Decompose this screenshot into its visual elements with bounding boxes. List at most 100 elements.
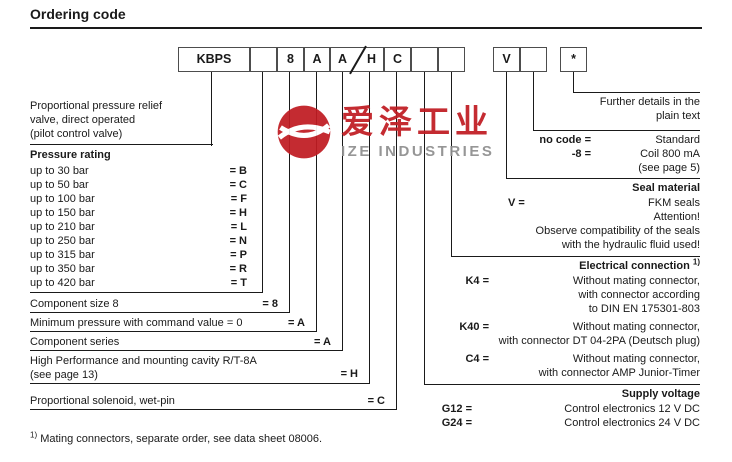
pressure-row: up to 50 bar= C (30, 178, 263, 192)
high-performance-block: High Performance and mounting cavity R/T… (30, 352, 370, 384)
code-box-electrical (438, 47, 465, 72)
code-box-supply (411, 47, 438, 72)
option-code: no code = (539, 134, 591, 146)
pressure-label: up to 100 bar (30, 193, 95, 205)
connector-line-supply (424, 72, 425, 384)
pressure-code: = H (229, 207, 247, 219)
pressure-row: up to 315 bar = P (30, 248, 263, 262)
solenoid-block: Proportional solenoid, wet-pin= C (30, 392, 397, 410)
slash-divider (349, 45, 367, 75)
pressure-label: up to 420 bar (30, 277, 95, 289)
pressure-rating-block: Pressure rating up to 30 bar= B up to 50… (30, 146, 263, 293)
option-value: Without mating connector, (572, 353, 700, 365)
heading-footnote-marker: 1) (692, 257, 700, 267)
component-series-block: Component series= A (30, 333, 343, 351)
option-value: (see page 5) (638, 162, 700, 174)
connector-line-solenoid (396, 72, 397, 410)
option-value: Attention! (653, 211, 700, 223)
pressure-label: up to 30 bar (30, 165, 89, 177)
pressure-rating-heading: Pressure rating (30, 149, 111, 161)
page-title: Ordering code (30, 6, 126, 22)
connector-line-electrical (451, 72, 452, 256)
coil-options-block: no code = Standard -8 = Coil 800 mA (see p… (533, 130, 700, 178)
row-label: Minimum pressure with command value = 0 (30, 317, 243, 329)
pressure-row: up to 100 bar= F (30, 192, 263, 206)
code-box-label: 8 (287, 52, 294, 66)
electrical-connection-heading: Electrical connection 1) (451, 257, 700, 274)
title-rule (30, 27, 702, 29)
option-value: FKM seals (648, 197, 700, 209)
option-value: Standard (655, 134, 700, 146)
row-label-line2: (see page 13) (30, 369, 98, 381)
footnote-marker: 1) (30, 430, 38, 440)
code-box-coil (520, 47, 547, 72)
further-details-block: Further details in the plain text (573, 92, 700, 130)
seal-material-heading: Seal material (632, 182, 700, 194)
option-code: K40 = (459, 321, 489, 333)
ize-logo-icon (276, 104, 332, 164)
option-value: Control electronics 12 V DC (564, 403, 700, 415)
option-code: V = (508, 197, 525, 209)
row-label: High Performance and mounting cavity R/T… (30, 355, 257, 367)
footnote: 1) Mating connectors, separate order, se… (30, 430, 323, 446)
code-box-plaintext: * (560, 47, 587, 72)
option-value: with connector DT 04-2PA (Deutsch plug) (498, 335, 700, 347)
code-box-label: A (338, 52, 348, 66)
row-code: = A (287, 317, 305, 329)
pressure-label: up to 315 bar (30, 249, 95, 261)
pressure-row: up to 420 bar = T (30, 276, 263, 290)
row-label: Component size 8 (30, 298, 119, 310)
pressure-row: up to 30 bar= B (30, 164, 263, 178)
code-box-label: C (392, 52, 403, 66)
valve-description-line: Proportional pressure relief (30, 100, 163, 112)
electrical-connection-block: Electrical connection 1) K4 =Without mat… (451, 256, 700, 382)
code-box-label: H (366, 52, 376, 66)
pressure-row: up to 250 bar = N (30, 234, 263, 248)
pressure-row: up to 210 bar= L (30, 220, 263, 234)
valve-description-line: valve, direct operated (30, 114, 136, 126)
watermark-chinese-text: 爱泽工业 (341, 102, 493, 141)
option-value: Control electronics 24 V DC (564, 417, 700, 429)
watermark-text: 爱泽工业 IZE INDUSTRIES (341, 104, 494, 161)
option-value: Coil 800 mA (640, 148, 700, 160)
pressure-code: = C (229, 179, 247, 191)
option-value: Observe compatibility of the seals (535, 225, 700, 237)
supply-voltage-block: Supply voltage G12 =Control electronics … (424, 384, 700, 432)
connector-line-pressure (262, 72, 263, 293)
code-box-solenoid: C (384, 47, 411, 72)
connector-line-seal (506, 72, 507, 178)
code-box-label: KBPS (196, 52, 232, 66)
supply-voltage-heading: Supply voltage (621, 388, 700, 400)
valve-description-block: Proportional pressure relief valve, dire… (30, 97, 213, 145)
option-value: with the hydraulic fluid used! (561, 239, 700, 251)
row-code: = A (313, 336, 331, 348)
code-box-seal: V (493, 47, 520, 72)
option-value: with connector AMP Junior-Timer (538, 367, 700, 379)
option-code: -8 = (571, 148, 591, 160)
connector-line-size (289, 72, 290, 313)
connector-line-model (211, 72, 212, 146)
option-value: Without mating connector, (572, 321, 700, 333)
code-box-model: KBPS (178, 47, 250, 72)
code-box-label: V (502, 52, 511, 66)
option-value: Without mating connector, (572, 275, 700, 287)
pressure-code: = P (230, 249, 247, 261)
pressure-code: = R (229, 263, 247, 275)
option-value: with connector according (578, 289, 700, 301)
pressure-label: up to 150 bar (30, 207, 95, 219)
connector-line-plaintext (573, 72, 574, 92)
code-box-min-pressure: A (304, 47, 330, 72)
pressure-code: = T (230, 277, 247, 289)
pressure-code: = N (229, 235, 247, 247)
row-label: Proportional solenoid, wet-pin (30, 395, 175, 407)
option-value: to DIN EN 175301-803 (588, 303, 700, 315)
code-box-series: A H (330, 45, 384, 75)
pressure-row: up to 350 bar= R (30, 262, 263, 276)
pressure-label: up to 250 bar (30, 235, 95, 247)
seal-material-block: Seal material V = FKM seals Attention! Ob… (506, 178, 700, 254)
watermark: 爱泽工业 IZE INDUSTRIES (276, 104, 494, 164)
connector-line-coil (533, 72, 534, 130)
footnote-text: Mating connectors, separate order, see d… (40, 433, 323, 445)
valve-description-line: (pilot control valve) (30, 128, 123, 140)
